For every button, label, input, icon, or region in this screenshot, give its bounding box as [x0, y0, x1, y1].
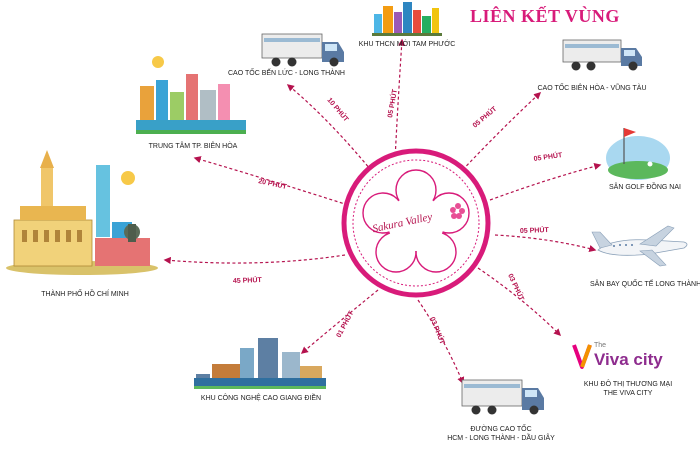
time-golf: 05 PHÚT	[533, 150, 563, 163]
label-highway: ĐƯỜNG CAO TỐC HCM - LONG THÀNH - DẦU GIÂ…	[436, 425, 566, 443]
time-bien-hoa-vung-tau: 05 PHÚT	[471, 104, 499, 130]
viva-city-logo: The Viva city	[572, 342, 663, 369]
link-viva-city	[477, 267, 562, 337]
link-highway	[417, 299, 465, 385]
viva-logo-brand: Viva city	[594, 350, 663, 369]
time-long-thanh-airport: 05 PHÚT	[520, 225, 550, 235]
link-tam-phuoc	[394, 38, 406, 161]
label-highway-line2: HCM - LONG THÀNH - DẦU GIÂY	[447, 435, 555, 442]
time-highway: 03 PHÚT	[428, 315, 447, 346]
truck-icon	[261, 33, 344, 67]
link-bien-hoa-vung-tau	[454, 92, 542, 179]
label-viva-city-line1: KHU ĐÔ THỊ THƯƠNG MẠI	[583, 381, 673, 388]
sakura-valley-emblem: Sakura Valley	[341, 148, 491, 298]
page-title: LIÊN KẾT VÙNG	[470, 6, 620, 26]
label-ben-luc: CAO TỐC BẾN LỨC - LONG THÀNH	[228, 70, 345, 77]
label-hcm: THÀNH PHỐ HỒ CHÍ MINH	[41, 291, 129, 298]
truck-icon	[461, 379, 544, 415]
city-skyline-icon	[372, 2, 442, 36]
label-viva-city-line2: THE VIVA CITY	[603, 390, 653, 397]
label-tam-phuoc: KHU THCN MỚI TAM PHƯỚC	[358, 41, 456, 48]
industrial-park-icon	[194, 338, 326, 389]
link-giang-dien	[300, 289, 379, 354]
label-highway-line1: ĐƯỜNG CAO TỐC	[470, 426, 532, 433]
airplane-icon	[591, 225, 688, 267]
label-long-thanh-airport: SÂN BAY QUỐC TẾ LONG THÀNH	[590, 281, 700, 288]
time-viva-city: 03 PHÚT	[506, 272, 527, 303]
link-hcm	[163, 254, 346, 265]
time-ben-luc: 10 PHÚT	[325, 96, 351, 124]
label-trung-tam-bien-hoa: TRUNG TÂM TP. BIÊN HÒA	[148, 143, 238, 150]
time-giang-dien: 01 PHÚT	[334, 309, 356, 339]
label-golf: SÂN GOLF ĐỒNG NAI	[609, 184, 681, 191]
time-hcm: 45 PHÚT	[233, 275, 263, 285]
city-buildings-icon	[136, 56, 246, 134]
saigon-landmarks-icon	[6, 150, 158, 275]
label-giang-dien: KHU CÔNG NGHỆ CAO GIANG ĐIỀN	[200, 395, 322, 402]
link-long-thanh-airport	[494, 234, 597, 252]
sakura-blossom-icon	[450, 203, 465, 219]
link-golf	[489, 162, 602, 201]
viva-logo-small: The	[594, 342, 606, 349]
link-ben-luc	[286, 84, 376, 176]
label-viva-city: KHU ĐÔ THỊ THƯƠNG MẠI THE VIVA CITY	[568, 380, 688, 398]
time-trung-tam-bien-hoa: 20 PHÚT	[258, 176, 289, 191]
label-bien-hoa-vung-tau: CAO TỐC BIÊN HÒA - VŨNG TÀU	[537, 85, 647, 92]
golf-course-icon	[606, 128, 670, 180]
truck-icon	[562, 39, 642, 71]
link-trung-tam-bien-hoa	[193, 156, 349, 206]
